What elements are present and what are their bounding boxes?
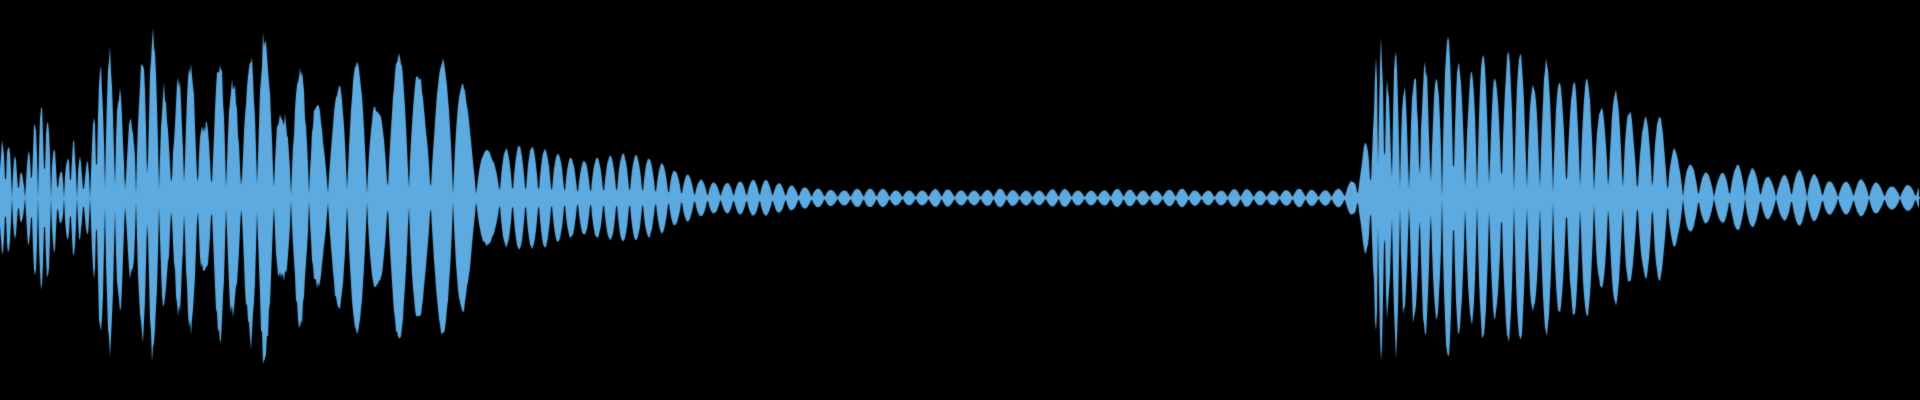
audio-waveform-display[interactable] bbox=[0, 0, 1920, 400]
waveform-canvas[interactable] bbox=[0, 0, 1920, 400]
